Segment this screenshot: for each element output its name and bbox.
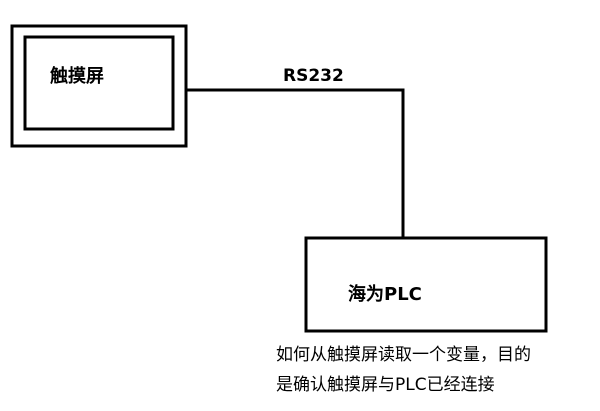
- note-line-2: 是确认触摸屏与PLC已经连接: [276, 375, 495, 395]
- description-note: 如何从触摸屏读取一个变量，目的 是确认触摸屏与PLC已经连接: [276, 340, 596, 400]
- note-line-1: 如何从触摸屏读取一个变量，目的: [276, 345, 531, 365]
- plc-border: [304, 236, 548, 333]
- connection-line: [186, 88, 405, 238]
- plc-label: 海为PLC: [348, 283, 422, 305]
- touchscreen-inner-border: [23, 35, 175, 131]
- touchscreen-box: 触摸屏: [10, 24, 188, 148]
- plc-box: 海为PLC: [304, 236, 548, 333]
- touchscreen-label: 触摸屏: [50, 65, 104, 87]
- rs232-connection: RS232: [186, 66, 405, 238]
- connection-label: RS232: [283, 66, 344, 86]
- touchscreen-outer-border: [10, 24, 188, 148]
